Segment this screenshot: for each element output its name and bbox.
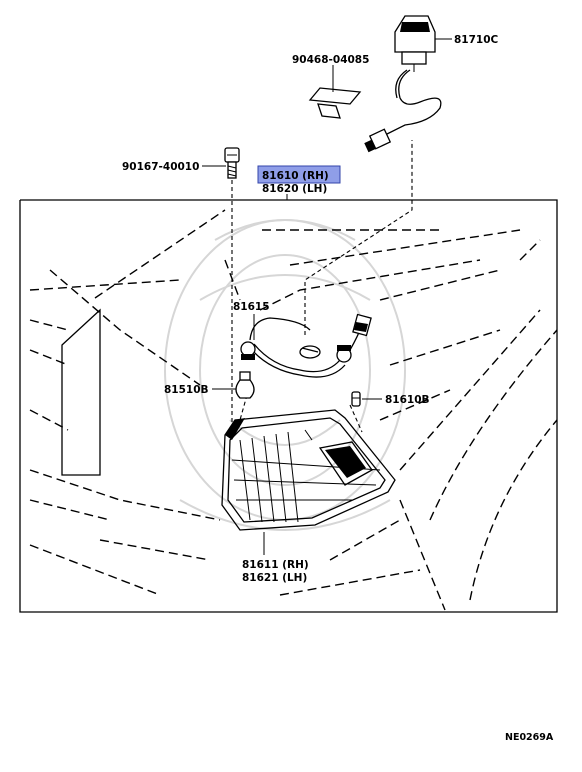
label-lens-rh: 81611 (RH) — [242, 559, 309, 571]
bulb-left-part — [235, 371, 255, 399]
watermark-emblem — [164, 219, 406, 531]
label-lamp-rh[interactable]: 81610 (RH) — [262, 170, 329, 182]
bulb-right-part — [351, 391, 361, 407]
highlight-box — [257, 165, 341, 184]
label-bulb-right: 81610B — [385, 394, 430, 406]
diagram-code: NE0269A — [505, 732, 554, 743]
switch-part — [394, 15, 436, 72]
socket-wire-part — [240, 313, 372, 378]
label-screw: 90167-40010 — [122, 161, 199, 173]
lamp-lens-part — [221, 409, 396, 531]
clip-part — [308, 86, 362, 119]
car-body-outline — [29, 209, 558, 611]
switch-wire — [384, 69, 442, 136]
label-switch: 81710C — [454, 34, 499, 46]
label-lamp-lh: 81620 (LH) — [262, 183, 327, 195]
leader-lines — [202, 38, 452, 555]
screw-part — [224, 147, 240, 179]
label-lens-lh: 81621 (LH) — [242, 572, 307, 584]
label-bulb-left: 81510B — [164, 384, 209, 396]
assembly-frame — [19, 199, 558, 613]
label-clip: 90468-04085 — [292, 54, 369, 66]
label-socket: 81615 — [233, 301, 270, 313]
switch-connector — [364, 128, 392, 153]
